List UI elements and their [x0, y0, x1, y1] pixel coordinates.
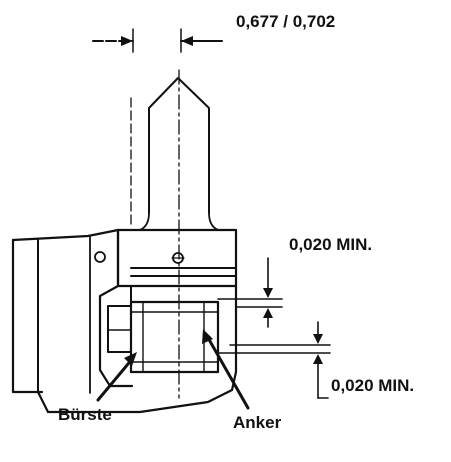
upper-clearance-dimension — [217, 257, 283, 328]
armature-leader — [202, 329, 250, 410]
lower-clearance-dimension — [217, 321, 331, 399]
upper-clearance-label: 0,020 MIN. — [289, 235, 373, 254]
lower-clearance-label: 0,020 MIN. — [331, 376, 415, 395]
brush-label: Bürste — [58, 405, 112, 424]
blade-outline — [148, 77, 210, 214]
brush-insert — [107, 305, 132, 353]
brush-leader — [96, 352, 137, 402]
width-dimension-label: 0,677 / 0,702 — [236, 12, 336, 31]
housing-outline — [11, 228, 134, 388]
width-dimension-arrows — [92, 28, 223, 53]
armature-label: Anker — [233, 413, 282, 432]
